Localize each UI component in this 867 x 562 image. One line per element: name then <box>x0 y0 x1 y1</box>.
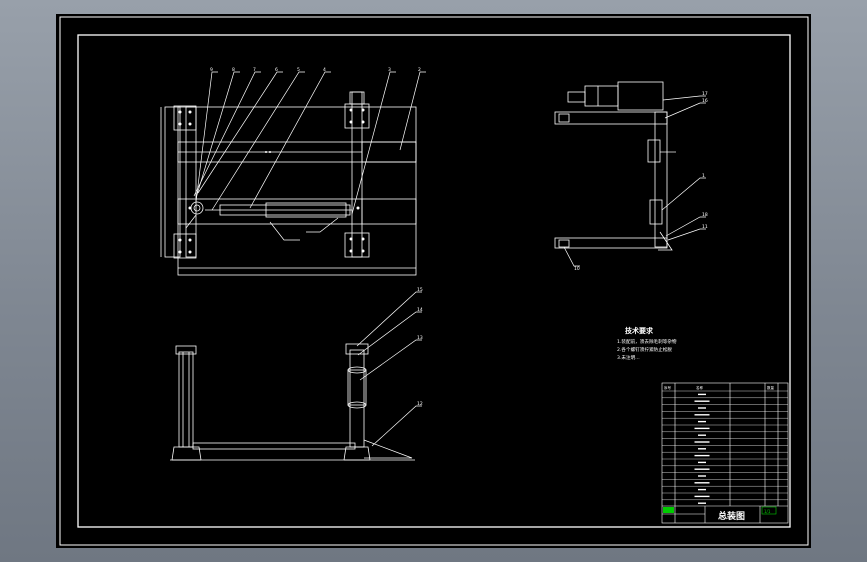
svg-text:7: 7 <box>253 67 256 73</box>
bom-header-no: 序号 <box>664 385 672 390</box>
tech-req-line-3: 3.未注明… <box>617 354 640 361</box>
top-view <box>160 91 417 276</box>
inner-frame <box>77 34 791 528</box>
bom-header-qty: 数量 <box>767 385 775 390</box>
tech-req-title: 技术要求 <box>625 326 654 335</box>
front-view-balloons: 15 14 13 12 <box>417 287 423 407</box>
top-view-leaders <box>185 71 426 241</box>
title-block-sheet-cell <box>761 506 777 515</box>
bom-rows <box>662 390 788 504</box>
side-view-leaders <box>563 95 706 267</box>
svg-text:11: 11 <box>702 224 708 230</box>
svg-text:5: 5 <box>297 67 300 73</box>
drawing-title: 总装图 <box>718 510 745 522</box>
svg-text:9: 9 <box>210 67 213 73</box>
svg-text:14: 14 <box>417 307 423 313</box>
title-block-sheet: 1/1 <box>764 509 771 514</box>
svg-text:16: 16 <box>702 98 708 104</box>
svg-text:4: 4 <box>323 67 326 73</box>
svg-text:17: 17 <box>702 91 708 97</box>
svg-text:3: 3 <box>388 67 391 73</box>
svg-text:10: 10 <box>574 266 580 272</box>
top-view-balloons: 9 8 7 6 5 4 3 2 <box>210 67 421 73</box>
outer-border <box>59 16 809 546</box>
front-view-leaders <box>356 291 422 447</box>
title-block-highlight <box>663 507 674 513</box>
svg-text:18: 18 <box>702 212 708 218</box>
tech-req-line-1: 1.装配前，须去除毛刺等杂物 <box>617 338 677 345</box>
svg-text:15: 15 <box>417 287 423 293</box>
bom-table <box>661 382 789 524</box>
svg-text:12: 12 <box>417 401 423 407</box>
front-view <box>170 343 415 461</box>
bom-header-name: 名称 <box>696 385 704 390</box>
svg-text:8: 8 <box>232 67 235 73</box>
svg-text:2: 2 <box>418 67 421 73</box>
tech-req-line-2: 2.各个螺钉须拧紧防止松脱 <box>617 346 672 353</box>
drawing-sheet <box>56 14 811 548</box>
side-view <box>554 81 673 251</box>
svg-text:1: 1 <box>702 173 705 179</box>
top-view-bolts <box>178 108 365 254</box>
svg-text:13: 13 <box>417 335 423 341</box>
svg-text:6: 6 <box>275 67 278 73</box>
